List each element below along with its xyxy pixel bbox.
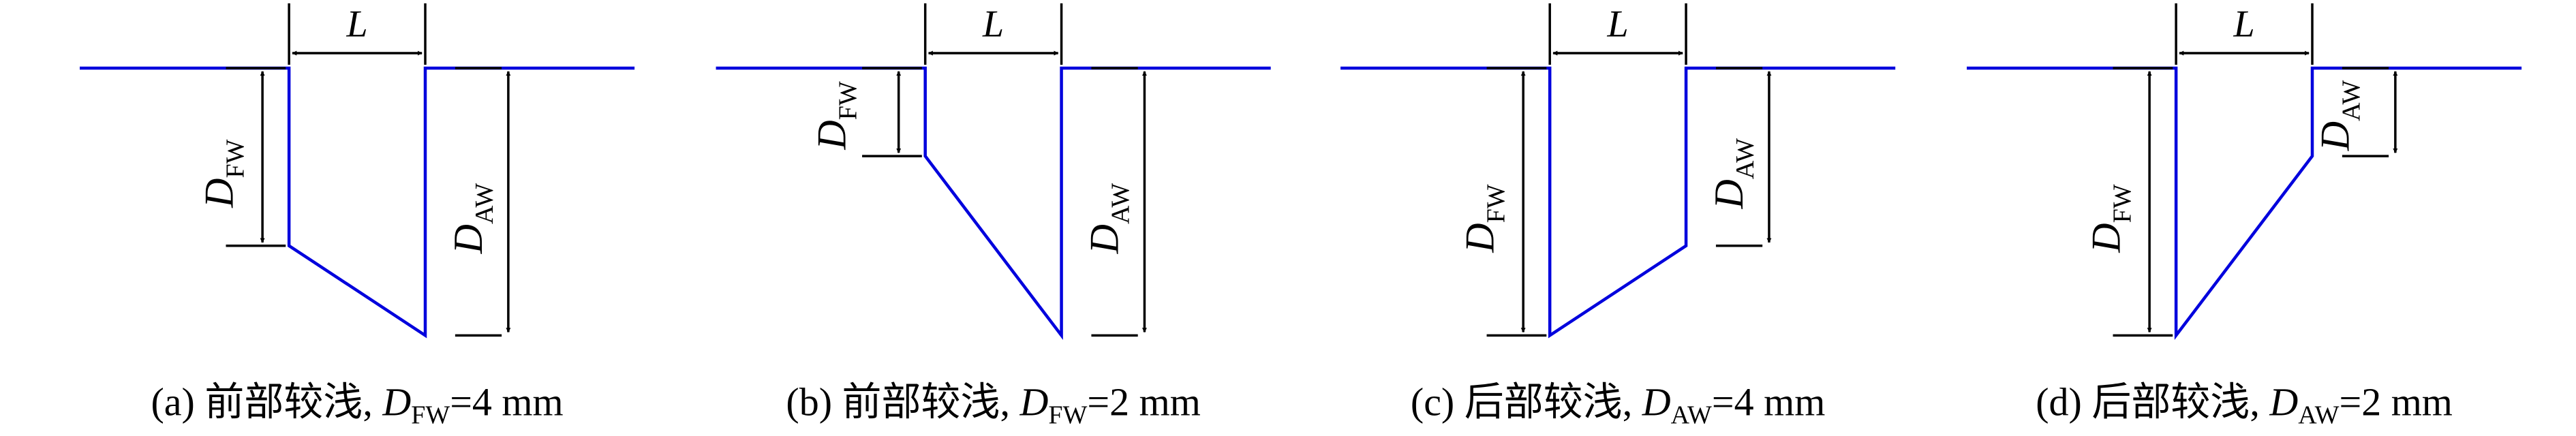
panel-b: L DFW DAW (b) 前部较浅, DFW=2 mm [716, 3, 1271, 429]
width-label: L [1607, 3, 1629, 46]
caption-d: (d) 后部较浅, DAW=2 mm [2036, 379, 2453, 429]
caption-c: (c) 后部较浅, DAW=4 mm [1411, 379, 1825, 429]
groove-profile [1967, 66, 2522, 341]
left-depth-label: DFW [196, 139, 249, 208]
left-depth-label: DFW [2083, 184, 2136, 253]
left-depth-label: DFW [1457, 184, 1510, 253]
caption-b: (b) 前部较浅, DFW=2 mm [786, 379, 1200, 429]
width-label: L [2233, 3, 2254, 46]
groove-profile [1340, 66, 1896, 339]
panel-d: L DFW DAW (d) 后部较浅, DAW=2 mm [1967, 3, 2522, 429]
panel-a: L DFW DAW (a) 前部较浅, DFW=4 mm [80, 3, 635, 429]
right-depth-label: DAW [446, 183, 499, 255]
groove-profile [80, 66, 635, 339]
width-label: L [982, 3, 1004, 46]
right-depth-label: DAW [1706, 138, 1760, 210]
groove-profile [716, 66, 1271, 341]
right-depth-label: DAW [1082, 183, 1135, 255]
right-depth-label: DAW [2313, 80, 2366, 151]
caption-a: (a) 前部较浅, DFW=4 mm [151, 379, 563, 429]
panel-c: L DFW DAW (c) 后部较浅, DAW=4 mm [1340, 3, 1896, 429]
width-label: L [346, 3, 367, 46]
left-depth-label: DFW [810, 81, 863, 150]
